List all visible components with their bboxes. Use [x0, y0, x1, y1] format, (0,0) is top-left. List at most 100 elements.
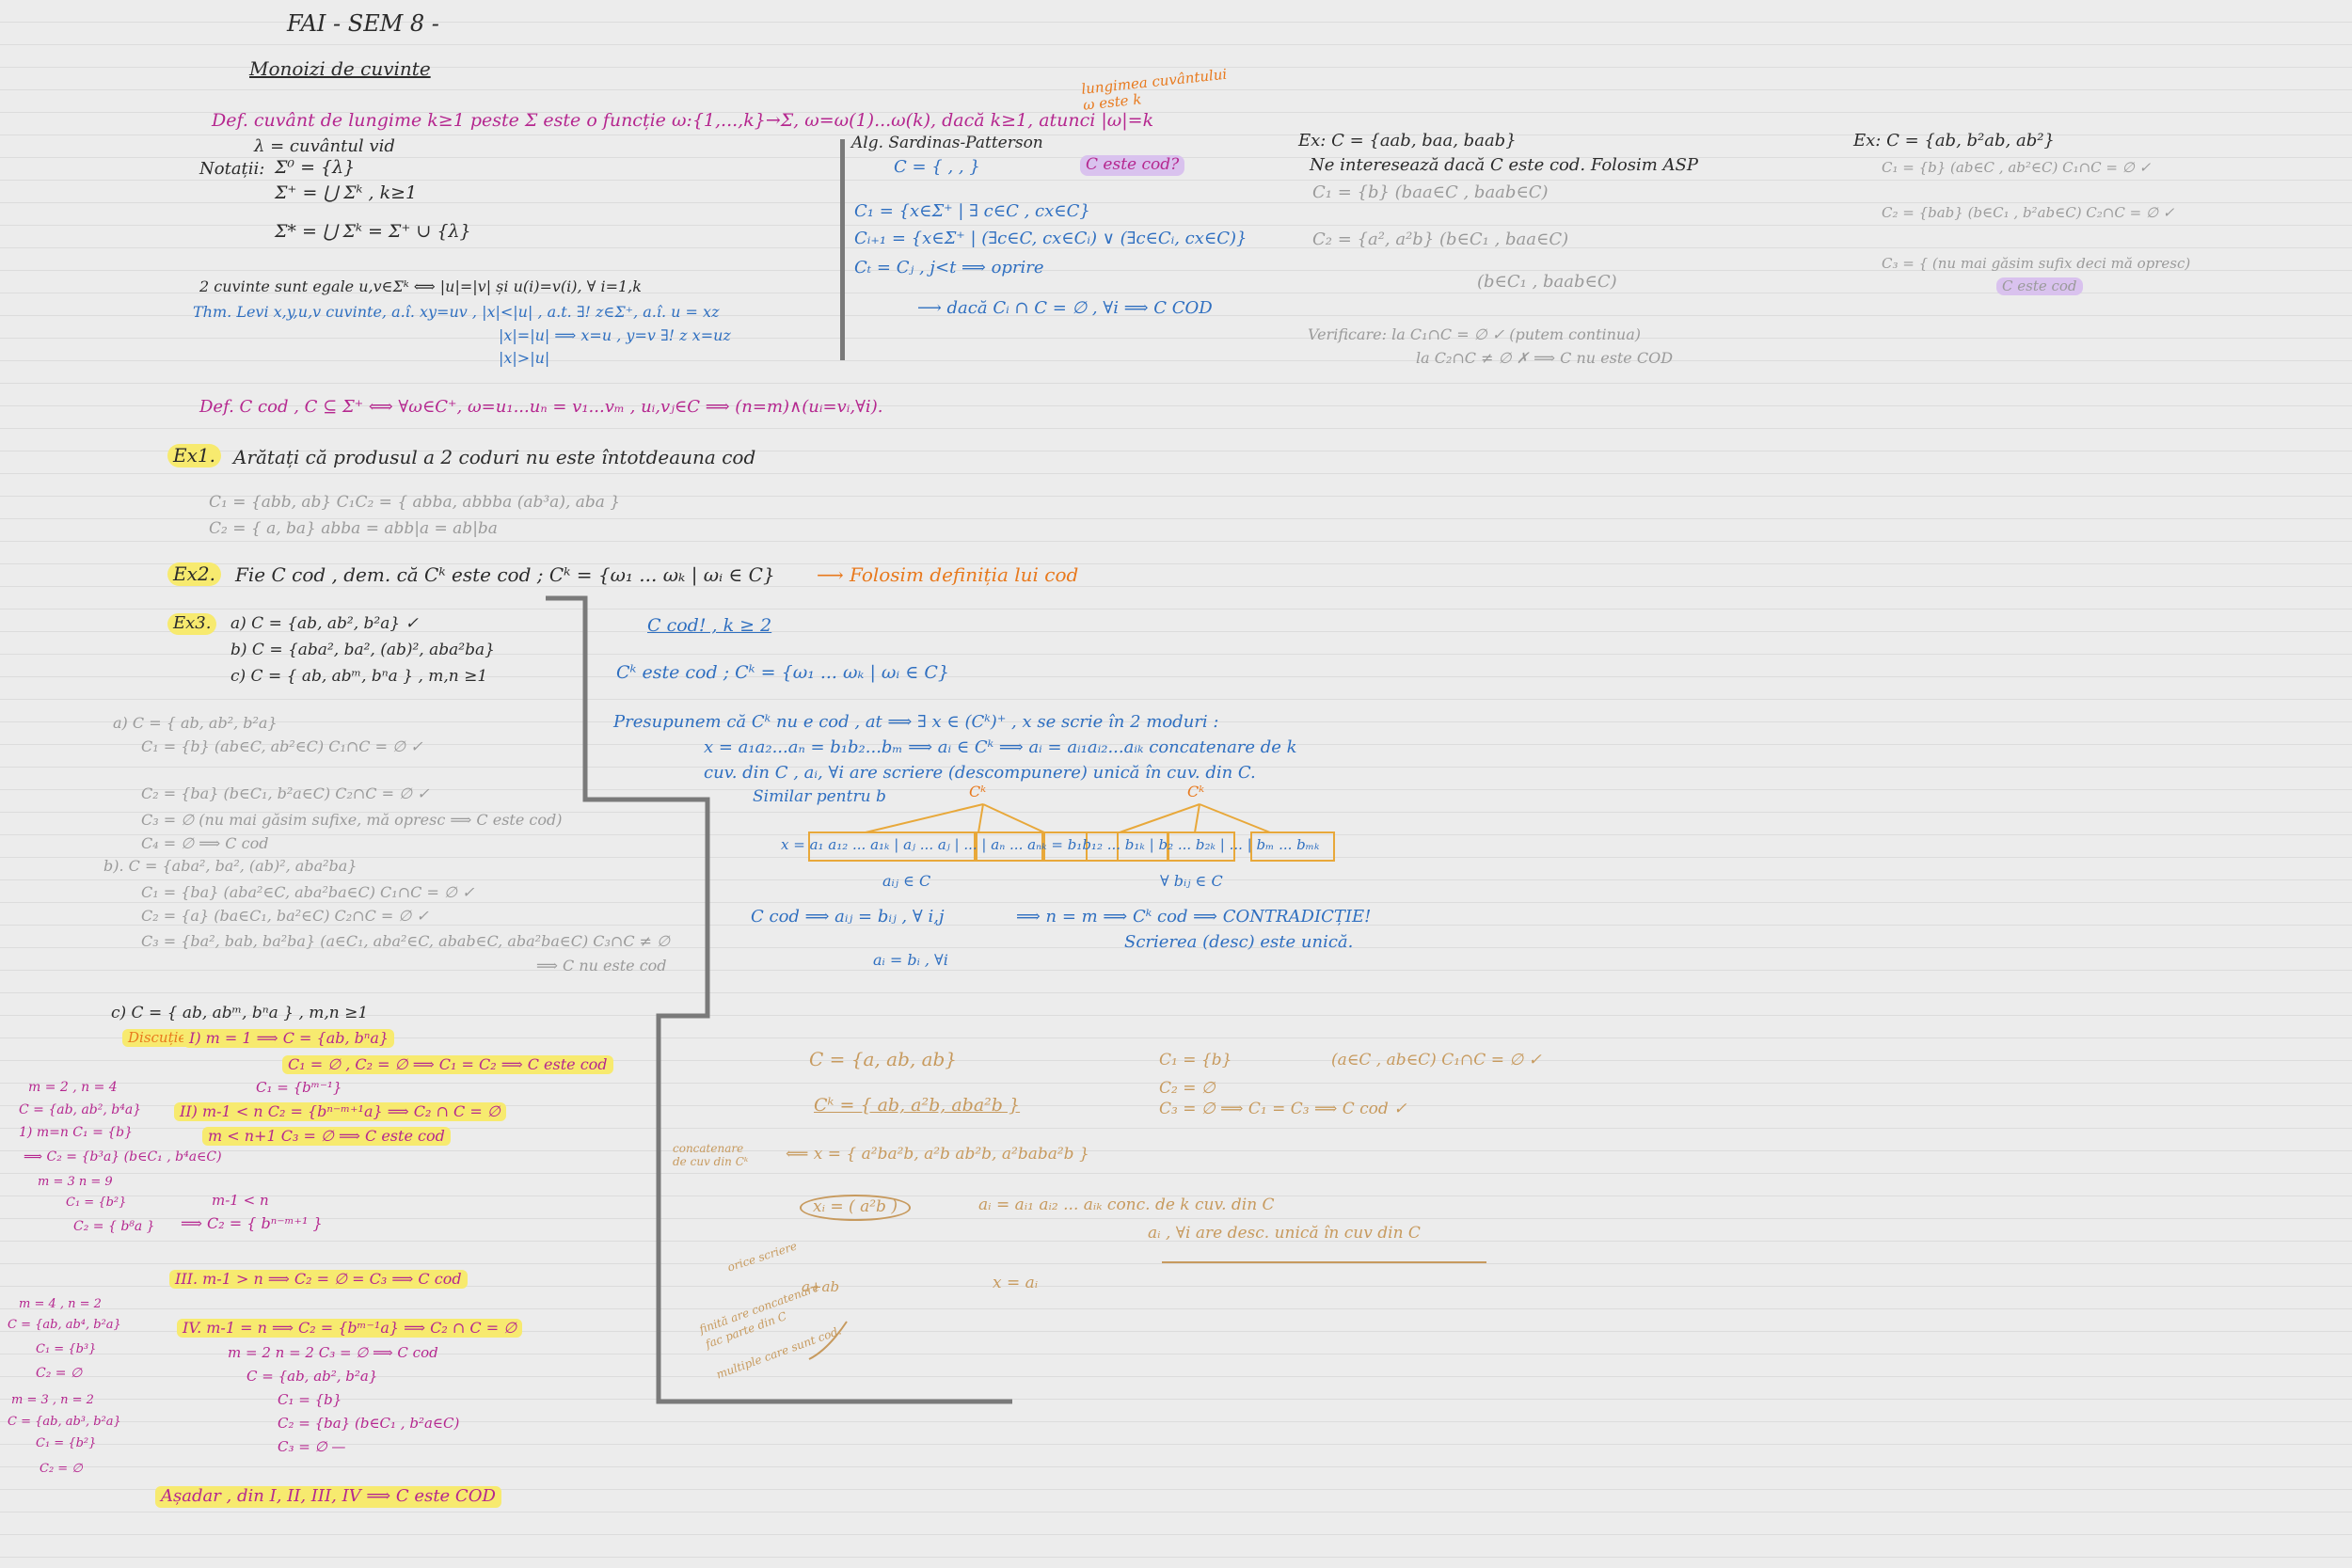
margin-note: C₂ = ∅ [40, 1462, 83, 1476]
c-case-ii-a: C₁ = {bᵐ⁻¹} [256, 1079, 342, 1096]
ex-right2-result: C este cod [1996, 277, 2083, 296]
proof-ck-left: Cᵏ [969, 783, 987, 800]
ex1-text: Arătați că produsul a 2 coduri nu este î… [233, 446, 756, 468]
sp-title: Alg. Sardinas-Patterson [851, 134, 1043, 152]
tan-ai2: aᵢ , ∀i are desc. unică în cuv din C [1148, 1224, 1421, 1243]
tan-c: C = {a, ab, ab} [809, 1048, 958, 1070]
sp-c: C = { , , } [894, 157, 980, 177]
ex-right1-verif2: la C₂∩C ≠ ∅ ✗ ⟹ C nu este COD [1416, 349, 1674, 367]
ex3-c: c) C = { ab, abᵐ, bⁿa } , m,n ≥1 [230, 667, 488, 686]
tan-r2: C₂ = ∅ [1159, 1079, 1216, 1098]
c-case-iii: III. m-1 > n ⟹ C₂ = ∅ = C₃ ⟹ C cod [169, 1270, 468, 1290]
proof-l3: cuv. din C , aᵢ, ∀i are scriere (descomp… [704, 763, 1256, 783]
ex3-b: b) C = {aba², ba², (ab)², aba²ba} [230, 641, 495, 659]
ex-right2-c3: C₃ = { (nu mai găsim sufix deci mă opres… [1882, 255, 2191, 272]
equal-words: 2 cuvinte sunt egale u,v∈Σᵏ ⟺ |u|=|v| și… [199, 277, 642, 295]
levi-theorem: Thm. Levi x,y,u,v cuvinte, a.î. xy=uv , … [193, 303, 720, 321]
proof-row: x = a₁ a₁₂ ... a₁ₖ | aⱼ ... aⱼ | ... | a… [781, 836, 1320, 853]
ex2-label: Ex2. [167, 562, 221, 586]
notation-1: Σ⁰ = {λ} [275, 157, 356, 178]
proof-l6: aᵢ = bᵢ , ∀i [873, 951, 948, 969]
margin-note: m = 3 , n = 2 [11, 1393, 94, 1407]
tan-side: concatenare de cuv din Cᵏ [673, 1142, 749, 1168]
c-case-i: I) m = 1 ⟹ C = {ab, bⁿa} [183, 1029, 395, 1049]
margin-note: C = {ab, ab², b⁴a} [19, 1102, 142, 1117]
c-case-iv6: C₃ = ∅ — [278, 1438, 346, 1455]
tan-xi: xᵢ = ( a²b ) [800, 1195, 911, 1221]
note-length: lungimea cuvântului ω este k [1080, 65, 1229, 115]
c-case-iv3: C = {ab, ab², b²a} [246, 1368, 378, 1385]
c-discutie: Discuție [122, 1029, 193, 1048]
margin-note: 1) m=n C₁ = {b} [19, 1125, 134, 1140]
margin-note: m = 2 , n = 4 [28, 1080, 118, 1095]
proof-l1: Presupunem că Cᵏ nu e cod , at ⟹ ∃ x ∈ (… [613, 712, 1219, 732]
proof-l7: ⟹ n = m ⟹ Cᵏ cod ⟹ CONTRADICȚIE! [1016, 907, 1372, 927]
ex3-sol-line: C₃ = {ba², bab, ba²ba} (a∈C₁, aba²∈C, ab… [141, 932, 671, 950]
ex1-line2: C₂ = { a, ba} abba = abb|a = ab|ba [209, 519, 498, 538]
tan-slant1: orice scriere [725, 1239, 799, 1275]
tan-ck: Cᵏ = { ab, a²b, aba²b } [814, 1095, 1021, 1116]
c-case-iv: IV. m-1 = n ⟹ C₂ = {bᵐ⁻¹a} ⟹ C₂ ∩ C = ∅ [177, 1319, 523, 1338]
ex3-sol-line: C₁ = {ba} (aba²∈C, aba²ba∈C) C₁∩C = ∅ ✓ [141, 883, 475, 901]
ex3-sol-line: b). C = {aba², ba², (ab)², aba²ba} [103, 857, 358, 875]
ex3-sol-line: a) C = { ab, ab², b²a} [113, 714, 278, 732]
proof-l4: Similar pentru b [753, 787, 886, 806]
margin-note: C₂ = { b⁸a } [73, 1219, 155, 1234]
margin-note: C = {ab, ab⁴, b²a} [8, 1318, 121, 1332]
c-case-iv4: C₁ = {b} [278, 1391, 342, 1408]
sp-ci: Cᵢ₊₁ = {x∈Σ⁺ | (∃c∈C, cx∈Cᵢ) ∨ (∃c∈Cᵢ, c… [854, 229, 1248, 248]
ex3-sol-line: ⟹ C nu este cod [536, 957, 667, 974]
proof-h1: C cod! , k ≥ 2 [647, 615, 772, 636]
proof-l5: C cod ⟹ aᵢⱼ = bᵢⱼ , ∀ i,j [751, 907, 945, 927]
sp-question: C este cod? [1080, 155, 1185, 176]
ex-right1-verif1: Verificare: la C₁∩C = ∅ ✓ (putem continu… [1308, 325, 1642, 343]
tan-ai: aᵢ = aᵢ₁ aᵢ₂ ... aᵢₖ conc. de k cuv. din… [978, 1196, 1275, 1214]
tan-xa: x = aᵢ [993, 1274, 1039, 1292]
sp-divider [840, 139, 845, 360]
levi-theorem-2: |x|=|u| ⟹ x=u , y=v ∃! z x=uz [499, 326, 731, 344]
ex-right2-c1: C₁ = {b} (ab∈C , ab²∈C) C₁∩C = ∅ ✓ [1882, 159, 2152, 176]
c-aux2: ⟹ C₂ = { bⁿ⁻ᵐ⁺¹ } [181, 1214, 323, 1232]
sp-ct: Cₜ = Cⱼ , j<t ⟹ oprire [854, 258, 1044, 277]
ex3-a: a) C = {ab, ab², b²a} ✓ [230, 614, 419, 633]
ex2-text: Fie C cod , dem. că Cᵏ este cod ; Cᵏ = {… [235, 563, 775, 586]
margin-note: ⟹ C₂ = {b³a} (b∈C₁ , b⁴a∈C) [24, 1149, 222, 1164]
notation-2: Σ⁺ = ⋃ Σᵏ , k≥1 [275, 182, 418, 203]
lambda-def: λ = cuvântul vid [254, 136, 395, 156]
c-aux1: m-1 < n [212, 1192, 269, 1209]
ex-right1-c1: C₁ = {b} (baa∈C , baab∈C) [1312, 182, 1549, 202]
tan-aab: a+ab [802, 1278, 840, 1295]
notation-3: Σ* = ⋃ Σᵏ = Σ⁺ ∪ {λ} [275, 221, 471, 242]
proof-l8: Scrierea (desc) este unică. [1124, 932, 1354, 952]
ex-right2-c2: C₂ = {bab} (b∈C₁ , b²ab∈C) C₂∩C = ∅ ✓ [1882, 204, 2175, 221]
notatii-label: Notații: [199, 159, 265, 179]
tan-x: ⟸ x = { a²ba²b, a²b ab²b, a²baba²b } [786, 1145, 1089, 1164]
c-final: Așadar , din I, II, III, IV ⟹ C este COD [155, 1486, 501, 1508]
ex-right1-title: Ex: C = {aab, baa, baab} [1298, 131, 1517, 150]
ex3-sol-line: C₃ = ∅ (nu mai găsim sufixe, mă opresc ⟹… [141, 811, 563, 829]
margin-note: C₂ = ∅ [36, 1366, 83, 1381]
proof-h2: Cᵏ este cod ; Cᵏ = {ω₁ ... ωₖ | ωᵢ ∈ C} [616, 662, 949, 683]
c-case-i2: C₁ = ∅ , C₂ = ∅ ⟹ C₁ = C₂ ⟹ C este cod [282, 1055, 613, 1075]
ex-right1-c2b: (b∈C₁ , baab∈C) [1477, 272, 1617, 292]
sp-result: ⟶ dacă Cᵢ ∩ C = ∅ , ∀i ⟹ C COD [917, 298, 1213, 318]
ex-right1-c2: C₂ = {a², a²b} (b∈C₁ , baa∈C) [1312, 230, 1569, 249]
def-word: Def. cuvânt de lungime k≥1 peste Σ este … [212, 110, 1154, 131]
c-case-iv2: m = 2 n = 2 C₃ = ∅ ⟹ C cod [228, 1344, 438, 1361]
margin-note: C₁ = {b²} [66, 1196, 127, 1210]
margin-note: m = 3 n = 9 [38, 1175, 113, 1189]
tan-r3: C₃ = ∅ ⟹ C₁ = C₃ ⟹ C cod ✓ [1159, 1100, 1407, 1118]
ex1-line1: C₁ = {abb, ab} C₁C₂ = { abba, abbba (ab³… [209, 493, 621, 512]
c-case-iv5: C₂ = {ba} (b∈C₁ , b²a∈C) [278, 1415, 460, 1432]
margin-note: m = 4 , n = 2 [19, 1297, 102, 1311]
page-title: FAI - SEM 8 - [287, 10, 439, 37]
ex2-arrow: ⟶ Folosim definiția lui cod [817, 563, 1079, 586]
section-title: Monoizi de cuvinte [249, 57, 431, 80]
proof-ck-right: Cᵏ [1187, 783, 1205, 800]
margin-note: C = {ab, ab³, b²a} [8, 1415, 121, 1429]
ex1-label: Ex1. [167, 444, 221, 467]
sp-c1: C₁ = {x∈Σ⁺ | ∃ c∈C , cx∈C} [854, 201, 1090, 221]
c-title: c) C = { ab, abᵐ, bⁿa } , m,n ≥1 [111, 1004, 369, 1022]
ex3-sol-line: C₂ = {a} (ba∈C₁, ba²∈C) C₂∩C = ∅ ✓ [141, 907, 429, 925]
proof-under1: aᵢⱼ ∈ C [882, 872, 931, 890]
